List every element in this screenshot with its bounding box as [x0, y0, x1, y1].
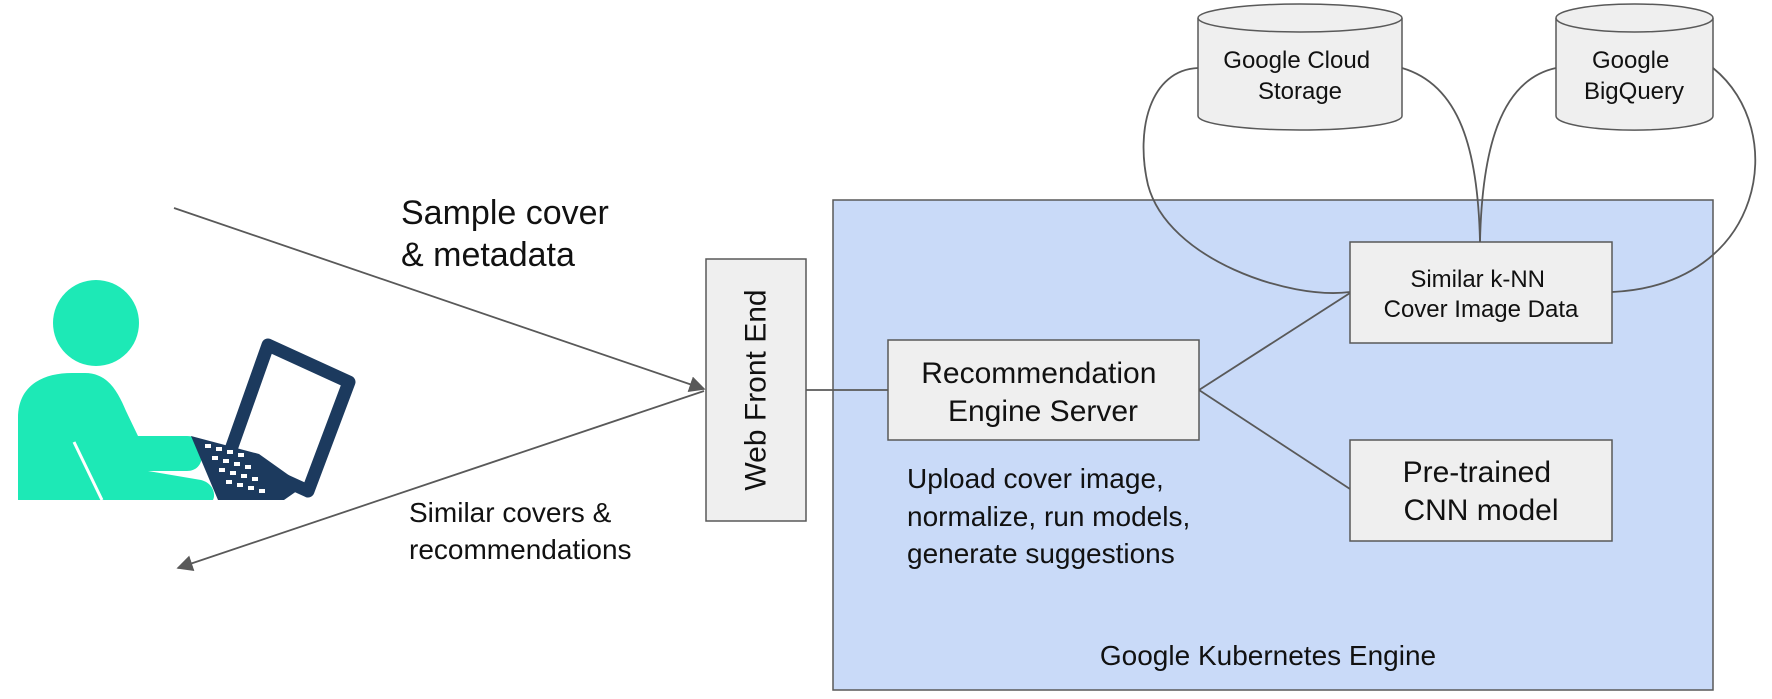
- bigquery-cylinder: [1555, 3, 1714, 131]
- cloud-storage-line2: Storage: [1258, 78, 1342, 105]
- recommendation-engine-box: [887, 339, 1200, 441]
- request-label-line1: Sample cover: [401, 194, 609, 232]
- web-front-end-label: Web Front End: [740, 289, 773, 490]
- cloud-storage-cylinder: [1197, 3, 1403, 131]
- bq-right-connector: [1611, 67, 1757, 293]
- bigquery-label: Google BigQuery: [1584, 47, 1684, 105]
- knn-data-line2: Cover Image Data: [1384, 296, 1579, 323]
- gcs-left-connector: [1142, 67, 1351, 294]
- web-front-end-box: [705, 258, 807, 522]
- cnn-model-label: Pre-trained CNN model: [1403, 456, 1560, 527]
- cnn-model-box: [1349, 439, 1613, 542]
- recommendation-note-line2: normalize, run models,: [907, 501, 1190, 532]
- gke-label: Google Kubernetes Engine: [1100, 640, 1436, 671]
- recommendation-note-line3: generate suggestions: [907, 538, 1175, 569]
- bq-left-connector: [1479, 67, 1557, 243]
- response-label-line1: Similar covers &: [409, 497, 612, 528]
- person-body: [18, 373, 215, 500]
- laptop-keys: [205, 444, 265, 493]
- recommendation-note-line1: Upload cover image,: [907, 463, 1164, 494]
- laptop-screen: [222, 338, 356, 498]
- recommendation-note: Upload cover image, normalize, run model…: [907, 463, 1198, 569]
- cnn-model-line2: CNN model: [1403, 494, 1558, 527]
- response-label: Similar covers & recommendations: [409, 497, 632, 565]
- knn-data-box: [1349, 241, 1613, 344]
- rec-to-cnn-connector: [1198, 389, 1351, 490]
- person-at-laptop-icon: [18, 280, 356, 501]
- gcs-right-connector: [1401, 67, 1481, 243]
- person-arm-gap: [72, 441, 104, 501]
- request-label: Sample cover & metadata: [401, 194, 618, 274]
- cnn-model-line1: Pre-trained: [1403, 456, 1551, 489]
- response-label-line2: recommendations: [409, 534, 632, 565]
- rec-to-knn-connector: [1198, 292, 1351, 391]
- request-arrow: [173, 207, 706, 392]
- recommendation-engine-label: Recommendation Engine Server: [921, 357, 1164, 428]
- bigquery-line1: Google: [1592, 47, 1669, 74]
- cloud-storage-line1: Google Cloud: [1223, 47, 1370, 74]
- cloud-storage-label: Google Cloud Storage: [1223, 47, 1376, 105]
- knn-data-line1: Similar k-NN: [1410, 266, 1545, 293]
- recommendation-engine-line2: Engine Server: [948, 395, 1138, 428]
- recommendation-engine-line1: Recommendation: [921, 357, 1156, 390]
- response-arrow: [176, 390, 705, 572]
- request-label-line2: & metadata: [401, 236, 575, 274]
- person-head: [53, 280, 139, 366]
- knn-data-label: Similar k-NN Cover Image Data: [1384, 266, 1579, 323]
- bigquery-line2: BigQuery: [1584, 78, 1684, 105]
